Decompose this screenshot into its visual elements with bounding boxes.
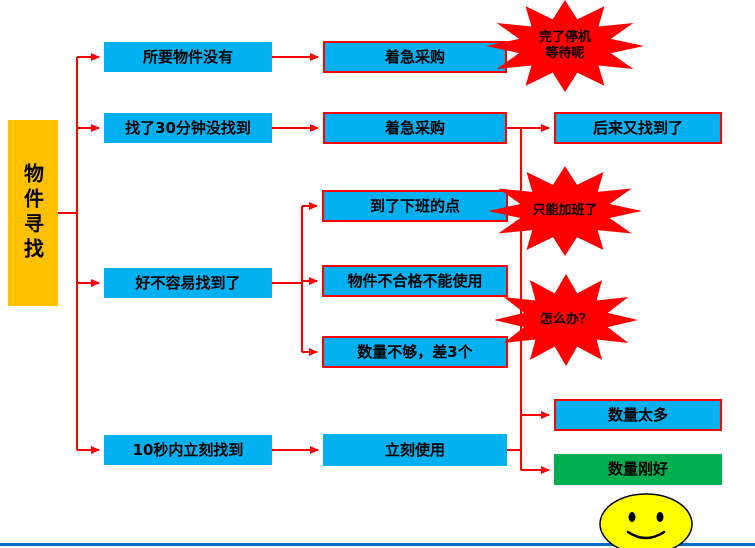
burst-machine-stopped-waiting: 完了停机 等待呢: [486, 0, 644, 92]
burst-overtime: 只能加班了: [488, 166, 642, 256]
node-quantity-exact: 数量刚好: [554, 454, 722, 485]
bottom-divider: [0, 543, 755, 546]
root-node-item-search: 物件寻找: [8, 120, 58, 306]
node-item-not-available: 所要物件没有: [104, 42, 272, 72]
node-found-later: 后来又找到了: [554, 112, 722, 144]
node-too-many: 数量太多: [554, 399, 722, 431]
node-use-immediately: 立刻使用: [323, 434, 507, 466]
node-item-unqualified: 物件不合格不能使用: [322, 265, 508, 297]
burst-what-to-do-text: 怎么办？: [539, 311, 592, 327]
node-end-of-shift: 到了下班的点: [322, 190, 508, 222]
node-found-in-10s: 10秒内立刻找到: [104, 435, 272, 465]
burst-what-to-do: 怎么办？: [494, 274, 638, 366]
node-urgent-purchase-2: 着急采购: [323, 112, 507, 144]
burst-machine-stopped-text: 完了停机 等待呢: [538, 29, 591, 61]
node-urgent-purchase-1: 着急采购: [323, 41, 507, 73]
node-searched-30min: 找了30分钟没找到: [104, 113, 272, 143]
smiley-face-icon: [598, 492, 694, 548]
node-finally-found: 好不容易找到了: [104, 268, 272, 298]
node-quantity-short: 数量不够，差3个: [322, 336, 508, 368]
burst-overtime-text: 只能加班了: [532, 202, 598, 218]
